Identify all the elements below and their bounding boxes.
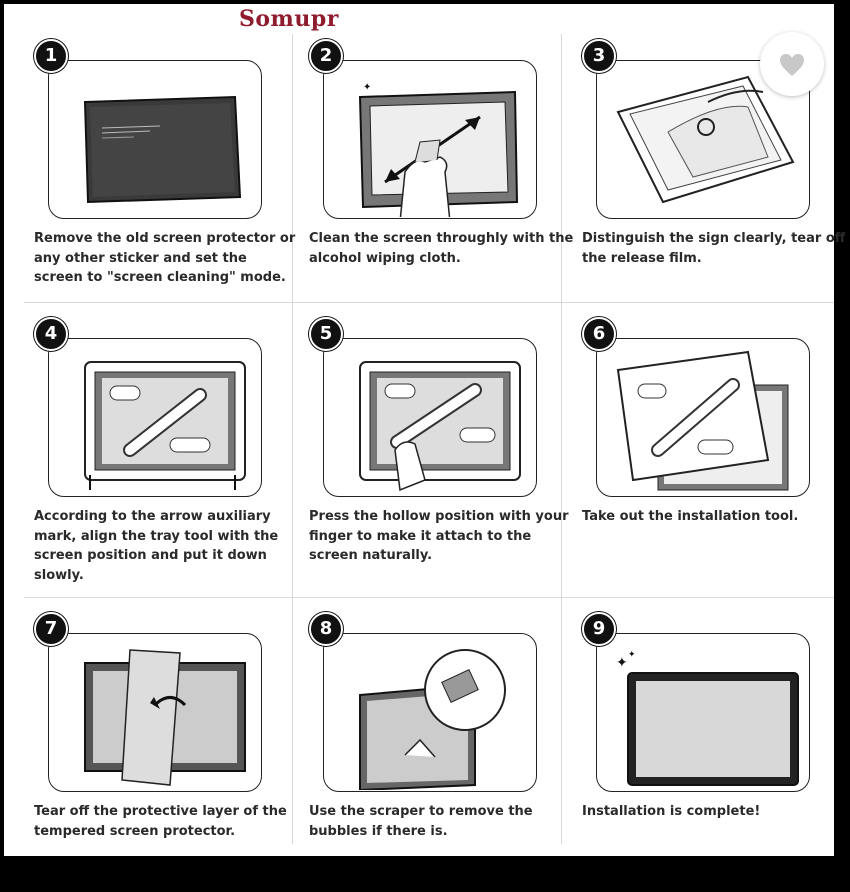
step-5: 5 Press the hollow position with your fi… [309,317,579,597]
cleaning-illustration: ✦ [358,82,519,217]
tablet-illustration [83,95,242,204]
step-9: ✦ ✦ 9 Installation is complete! [582,612,850,892]
release-film-illustration [616,75,795,204]
favorite-button[interactable] [760,32,824,96]
step-caption: Installation is complete! [582,804,761,819]
press-illustration [359,361,521,492]
heart-icon [780,54,804,76]
step-2: ✦ 2 Clean the screen throughly with the … [309,39,579,319]
step-number-badge: 8 [309,612,343,646]
svg-text:✦: ✦ [628,650,636,660]
step-number-badge: 3 [582,39,616,73]
brand-logo: Somupr [239,6,339,32]
svg-text:✦: ✦ [616,655,628,671]
remove-tool-illustration [616,350,789,491]
step-8: 8 Use the scraper to remove the bubbles … [309,612,579,892]
step-caption: Take out the installation tool. [582,509,799,524]
step-caption: Clean the screen throughly with the alco… [309,231,574,266]
step-number-badge: 4 [34,317,68,351]
step-caption: Tear off the protective layer of the tem… [34,804,287,839]
step-number-badge: 7 [34,612,68,646]
grid-divider [561,34,562,844]
scraper-illustration [359,649,506,790]
step-caption: Press the hollow position with your fing… [309,509,569,563]
grid-divider [24,302,834,303]
step-number-badge: 1 [34,39,68,73]
step-1: 1 Remove the old screen protector or any… [34,39,304,319]
complete-illustration: ✦ ✦ [616,650,799,786]
grid-divider [292,34,293,844]
step-number-badge: 9 [582,612,616,646]
step-6: 6 Take out the installation tool. [582,317,850,597]
step-caption: Remove the old screen protector or any o… [34,231,296,285]
step-4: 4 According to the arrow auxiliary mark,… [34,317,304,597]
step-caption: Distinguish the sign clearly, tear off t… [582,231,846,266]
step-caption: Use the scraper to remove the bubbles if… [309,804,533,839]
step-number-badge: 2 [309,39,343,73]
step-number-badge: 6 [582,317,616,351]
svg-text:✦: ✦ [363,82,371,93]
step-caption: According to the arrow auxiliary mark, a… [34,509,279,583]
tray-align-illustration [84,361,246,490]
step-7: 7 Tear off the protective layer of the t… [34,612,304,892]
grid-divider [24,597,834,598]
peel-layer-illustration [84,649,246,786]
step-number-badge: 5 [309,317,343,351]
instruction-sheet: Somupr 1 Remove the old screen protector… [4,4,845,856]
